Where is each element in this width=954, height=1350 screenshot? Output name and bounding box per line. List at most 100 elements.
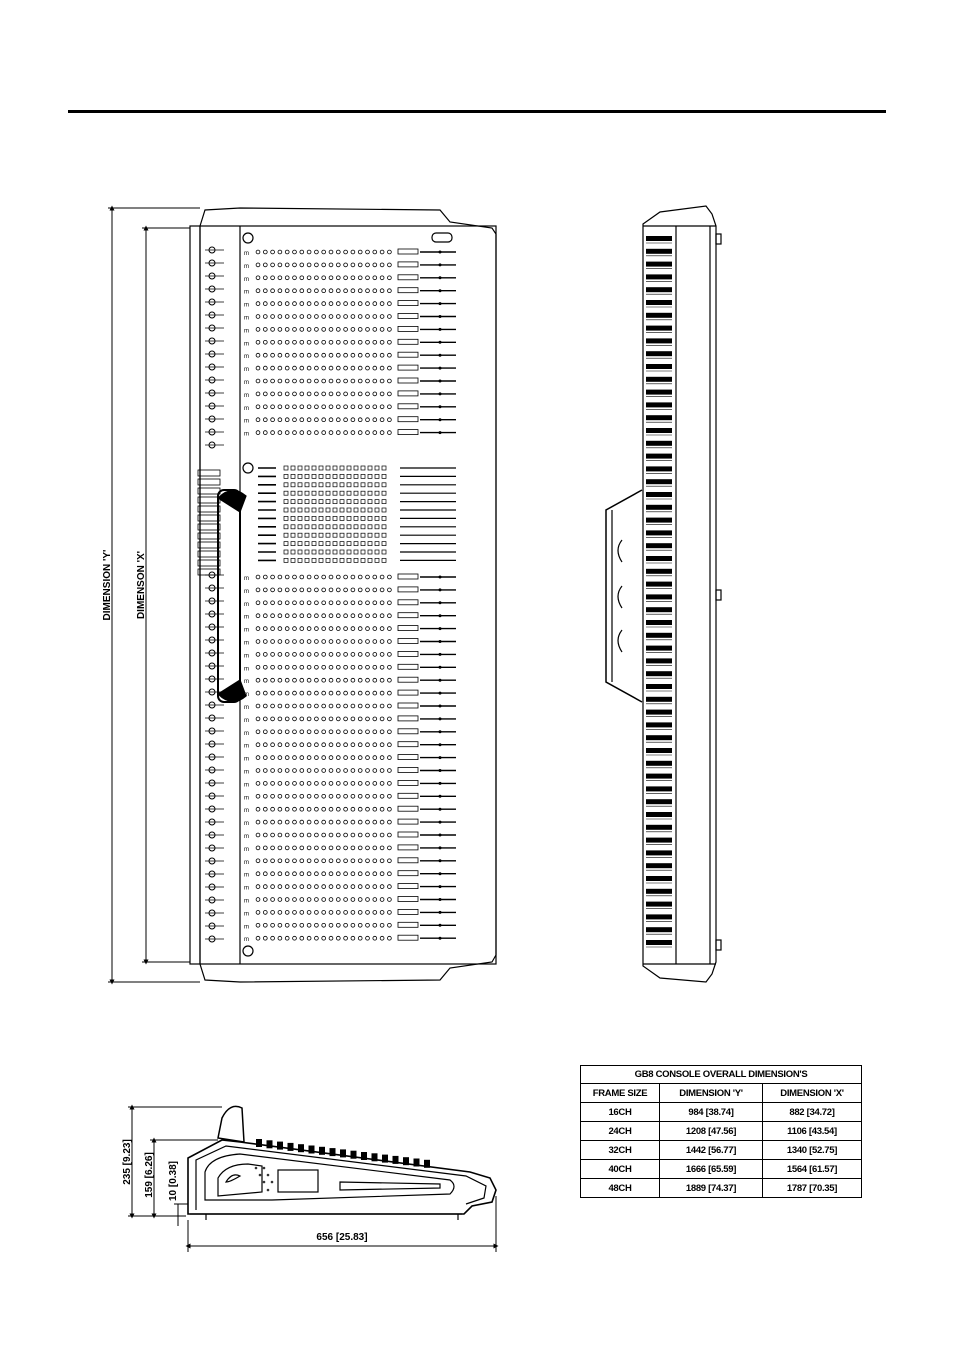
svg-text:m: m <box>244 290 249 296</box>
xlr-connector <box>205 688 224 696</box>
channel-row: m <box>244 573 456 582</box>
channel-row: m <box>244 416 456 425</box>
height-total-label: 235 [9.23] <box>122 1139 133 1185</box>
channel-row: m <box>244 377 456 386</box>
cell-dim-x: 1106 [43.54] <box>762 1121 862 1141</box>
channel-row: m <box>244 805 456 814</box>
svg-text:m: m <box>244 393 249 399</box>
master-section <box>197 465 456 576</box>
side-knob <box>646 312 672 321</box>
cell-dim-y: 1666 [65.59] <box>659 1159 763 1179</box>
profile-knob <box>277 1141 283 1150</box>
side-knob <box>646 581 672 589</box>
xlr-connector <box>205 246 224 254</box>
xlr-connector <box>205 766 224 774</box>
profile-knob <box>340 1149 346 1158</box>
channel-row: m <box>244 313 456 322</box>
table-row: 16CH 984 [38.74] 882 [34.72] <box>580 1102 862 1122</box>
cell-dim-y: 1442 [56.77] <box>659 1140 763 1160</box>
header-dimension-x: DIMENSION 'X' <box>762 1083 862 1103</box>
channel-strips: mmmmmmmmmmmmmmmmmmmmmmmmmmmmmmmmmmmmmmmm… <box>244 248 456 943</box>
table-header-row: FRAME SIZE DIMENSION 'Y' DIMENSION 'X' <box>580 1083 862 1103</box>
cell-frame: 48CH <box>580 1178 660 1198</box>
cell-dim-x: 882 [34.72] <box>762 1102 862 1122</box>
channel-row: m <box>244 934 456 943</box>
profile-knob <box>287 1142 294 1151</box>
led-dot <box>262 1166 266 1170</box>
svg-text:m: m <box>244 354 249 360</box>
channel-row: m <box>244 909 456 917</box>
cell-dim-y: 1208 [47.56] <box>659 1121 763 1141</box>
xlr-connector <box>205 415 224 423</box>
channel-row: m <box>244 689 456 698</box>
side-knob <box>646 440 672 449</box>
side-knob <box>646 351 672 359</box>
xlr-connector <box>205 909 224 917</box>
side-knob <box>646 325 672 333</box>
profile-led-dots <box>254 1166 274 1192</box>
side-knob <box>646 645 672 653</box>
led-dot <box>258 1173 262 1177</box>
profile-knob <box>256 1139 262 1147</box>
xlr-connector <box>205 844 224 852</box>
channel-row: m <box>244 287 456 296</box>
table-title: GB8 CONSOLE OVERALL DIMENSION'S <box>580 1065 862 1084</box>
channel-row: m <box>244 831 456 840</box>
table-row: 32CH 1442 [56.77] 1340 [52.75] <box>580 1140 862 1160</box>
side-knob <box>646 236 672 244</box>
svg-text:m: m <box>244 718 249 724</box>
xlr-connector <box>205 883 224 891</box>
side-knob <box>646 812 672 820</box>
side-knob <box>646 338 672 346</box>
svg-text:m: m <box>244 705 249 711</box>
side-knob <box>646 517 672 525</box>
svg-text:m: m <box>244 303 249 309</box>
channel-row: m <box>244 429 456 438</box>
svg-text:m: m <box>244 666 249 672</box>
xlr-connector <box>205 363 224 371</box>
side-knob <box>646 684 672 692</box>
channel-row: m <box>244 767 456 776</box>
side-knob <box>646 773 672 781</box>
profile-knob <box>361 1152 367 1160</box>
channel-row: m <box>244 338 456 347</box>
svg-text:m: m <box>244 432 249 438</box>
profile-dimension-lines <box>128 1104 499 1252</box>
profile-knob <box>382 1154 388 1163</box>
svg-text:m: m <box>244 419 249 425</box>
svg-text:m: m <box>244 328 249 334</box>
side-knob <box>646 466 672 474</box>
led-dot <box>266 1188 270 1192</box>
svg-text:m: m <box>244 782 249 788</box>
xlr-connector <box>205 402 224 410</box>
channel-row: m <box>244 638 456 647</box>
channel-row: m <box>244 754 456 763</box>
side-knob <box>646 287 672 295</box>
svg-text:m: m <box>244 628 249 634</box>
channel-row: m <box>244 883 456 892</box>
side-knob <box>646 530 672 538</box>
xlr-connector <box>205 870 224 878</box>
channel-row: m <box>244 351 456 360</box>
table-row: 40CH 1666 [65.59] 1564 [61.57] <box>580 1159 862 1179</box>
xlr-connector <box>205 649 224 657</box>
channel-row: m <box>244 792 456 801</box>
profile-knob <box>371 1153 378 1162</box>
profile-knob <box>413 1158 420 1167</box>
side-knob <box>646 632 672 641</box>
cell-dim-x: 1787 [70.35] <box>762 1178 862 1198</box>
side-knob <box>646 722 672 730</box>
svg-text:m: m <box>244 589 249 595</box>
depth-label: 656 [25.83] <box>316 1232 367 1243</box>
side-knob <box>646 248 672 257</box>
xlr-connector <box>205 792 224 800</box>
profile-view <box>187 1105 497 1220</box>
svg-text:m: m <box>244 744 249 750</box>
xlr-connector <box>205 636 224 644</box>
svg-text:m: m <box>244 406 249 412</box>
side-knob <box>646 748 672 756</box>
channel-row: m <box>244 844 456 853</box>
svg-text:m: m <box>244 808 249 814</box>
side-knob <box>646 620 672 628</box>
svg-text:m: m <box>244 277 249 283</box>
